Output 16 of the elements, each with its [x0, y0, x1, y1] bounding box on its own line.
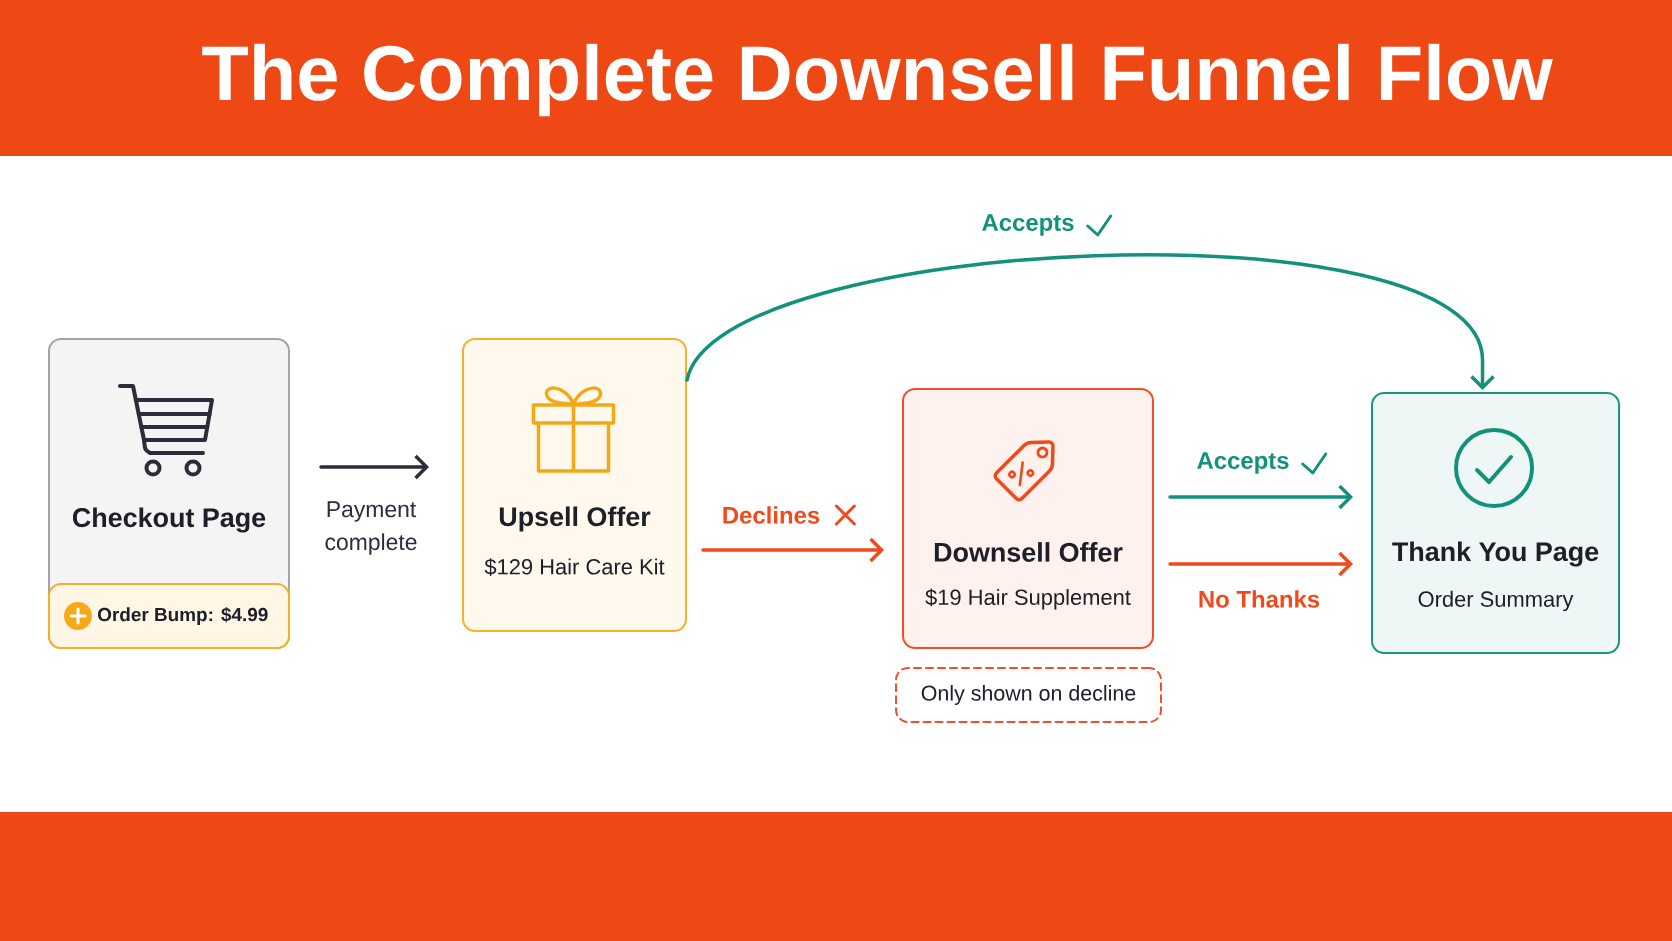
edge-label: Accepts — [979, 212, 1077, 238]
note-box: Only shown on decline — [895, 667, 1162, 723]
edge-label: Payment complete — [304, 499, 438, 557]
title: The Complete Downsell Funnel Flow — [202, 43, 1553, 117]
offer-box: Downsell Offer $19 Hair Supplement — [902, 388, 1154, 649]
offer-box: Upsell Offer $129 Hair Care Kit — [462, 338, 687, 632]
edge-label: Accepts — [1194, 450, 1292, 476]
curved-arrow — [685, 253, 1495, 390]
arrow — [701, 537, 884, 563]
page-box: Thank You Page Order Summary — [1371, 392, 1620, 654]
arrow — [319, 454, 429, 480]
arrow — [1168, 551, 1353, 577]
edge-label: Declines — [719, 504, 823, 526]
edge-label: No Thanks — [1195, 588, 1323, 610]
order-bump-box: Order Bump: $4.99 — [48, 583, 290, 649]
arrow — [1168, 484, 1353, 510]
